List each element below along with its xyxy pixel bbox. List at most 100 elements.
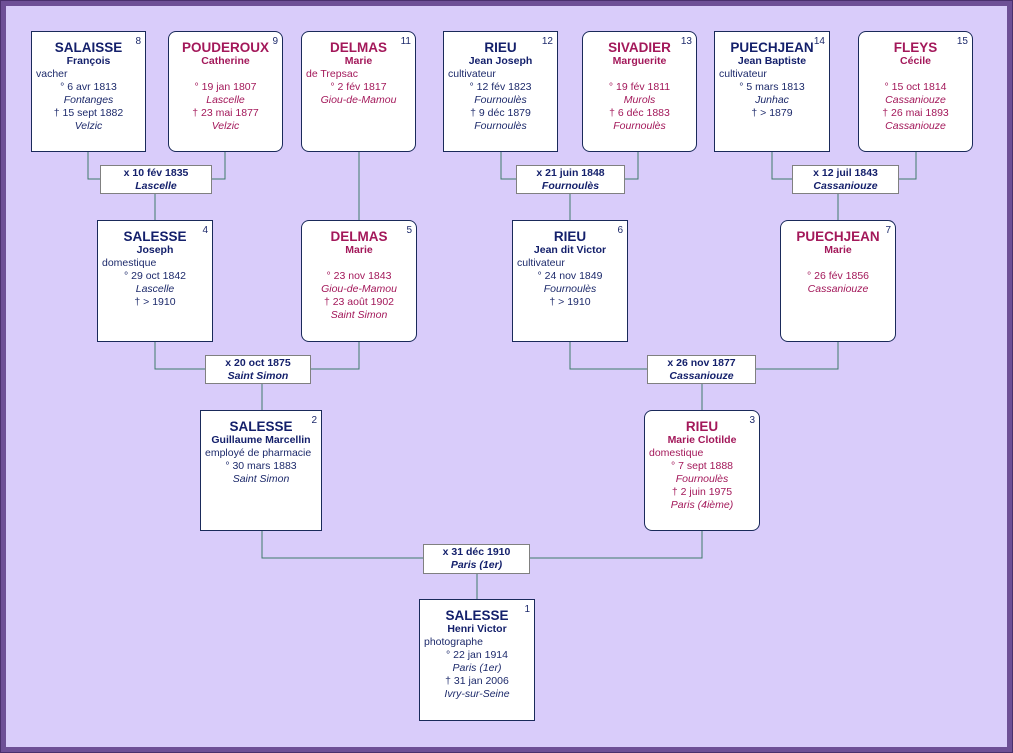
death-place: Cassaniouze [885, 120, 946, 132]
birth-place: Junhac [755, 94, 789, 106]
birth-date: ° 22 jan 1914 [445, 649, 508, 661]
person-card-14[interactable]: 14 PUECHJEAN Jean Baptiste cultivateur °… [714, 31, 830, 152]
death-date: † 15 sept 1882 [53, 107, 124, 119]
death-date: † 26 mai 1893 [882, 107, 949, 119]
birth-place: Giou-de-Mamou [320, 94, 397, 106]
given-name: Catherine [201, 55, 250, 67]
given-name: Marie [824, 244, 852, 256]
sosa-number: 5 [406, 225, 412, 236]
marriage-date: x 12 juil 1843 [813, 167, 878, 179]
occupation: domestique [649, 447, 704, 459]
death-date: † 2 juin 1975 [671, 486, 733, 498]
given-name: Cécile [900, 55, 931, 67]
person-card-13[interactable]: 13 SIVADIER Marguerite ° 19 fév 1811 Mur… [582, 31, 697, 152]
sosa-number: 3 [749, 415, 755, 426]
sosa-number: 9 [272, 36, 278, 47]
surname: RIEU [553, 229, 587, 244]
given-name: Marie Clotilde [667, 434, 737, 446]
birth-date: ° 23 nov 1843 [326, 270, 392, 282]
death-date: † 9 déc 1879 [470, 107, 531, 119]
birth-place: Lascelle [135, 283, 175, 295]
sosa-number: 4 [202, 225, 208, 236]
sosa-number: 15 [956, 36, 968, 47]
occupation: cultivateur [448, 68, 496, 80]
marriage-box-4-5: x 10 fév 1835 Lascelle [100, 165, 212, 194]
sosa-number: 12 [541, 36, 553, 47]
surname: DELMAS [330, 40, 387, 55]
person-card-9[interactable]: 9 POUDEROUX Catherine ° 19 jan 1807 Lasc… [168, 31, 283, 152]
death-place: Velzic [211, 120, 240, 132]
person-card-11[interactable]: 11 DELMAS Marie de Trepsac ° 2 fév 1817 … [301, 31, 416, 152]
death-place: Fournoulès [474, 120, 527, 132]
marriage-date: x 20 oct 1875 [225, 357, 291, 369]
birth-place: Fontanges [63, 94, 114, 106]
marriage-place: Saint Simon [227, 370, 289, 382]
marriage-box-14-15: x 12 juil 1843 Cassaniouze [792, 165, 899, 194]
marriage-box-6-7-gen3: x 26 nov 1877 Cassaniouze [647, 355, 756, 384]
marriage-place: Cassaniouze [813, 180, 878, 192]
person-card-2[interactable]: 2 SALESSE Guillaume Marcellin employé de… [200, 410, 322, 531]
birth-date: ° 19 fév 1811 [608, 81, 671, 93]
surname: SIVADIER [608, 40, 671, 55]
given-name: Guillaume Marcellin [211, 434, 311, 446]
death-date: † 23 août 1902 [323, 296, 395, 308]
birth-date: ° 2 fév 1817 [330, 81, 387, 93]
surname: PUECHJEAN [730, 40, 814, 55]
given-name: Marie [344, 55, 373, 67]
sosa-number: 13 [680, 36, 692, 47]
birth-place: Giou-de-Mamou [321, 283, 397, 295]
person-card-1[interactable]: 1 SALESSE Henri Victor photographe ° 22 … [419, 599, 535, 721]
person-card-7[interactable]: 7 PUECHJEAN Marie ° 26 fév 1856 Cassanio… [780, 220, 896, 342]
sosa-number: 8 [135, 36, 141, 47]
surname: SALESSE [123, 229, 187, 244]
person-card-5[interactable]: 5 DELMAS Marie ° 23 nov 1843 Giou-de-Mam… [301, 220, 417, 342]
marriage-place: Lascelle [135, 180, 177, 192]
birth-place: Fournoulès [675, 473, 729, 485]
surname: SALESSE [445, 608, 509, 623]
birth-place: Lascelle [206, 94, 245, 106]
occupation: de Trepsac [306, 68, 358, 80]
sosa-number: 14 [813, 36, 825, 47]
birth-date: ° 12 fév 1823 [469, 81, 532, 93]
death-place: Fournoulès [613, 120, 666, 132]
death-date: † > 1879 [751, 107, 793, 119]
person-card-6[interactable]: 6 RIEU Jean dit Victor cultivateur ° 24 … [512, 220, 628, 342]
surname: DELMAS [330, 229, 388, 244]
person-card-3[interactable]: 3 RIEU Marie Clotilde domestique ° 7 sep… [644, 410, 760, 531]
given-name: François [66, 55, 111, 67]
person-card-8[interactable]: 8 SALAISSE François vacher ° 6 avr 1813 … [31, 31, 146, 152]
death-date: † 31 jan 2006 [445, 675, 509, 687]
marriage-date: x 21 juin 1848 [536, 167, 605, 179]
death-place: Paris (4ième) [670, 499, 734, 511]
occupation: domestique [102, 257, 157, 269]
marriage-date: x 26 nov 1877 [667, 357, 736, 369]
death-date: † > 1910 [549, 296, 591, 308]
marriage-date: x 10 fév 1835 [123, 167, 189, 179]
marriage-box-6-7: x 21 juin 1848 Fournoulès [516, 165, 625, 194]
person-card-15[interactable]: 15 FLEYS Cécile ° 15 oct 1814 Cassaniouz… [858, 31, 973, 152]
birth-date: ° 7 sept 1888 [671, 460, 733, 472]
sosa-number: 7 [885, 225, 891, 236]
marriage-place: Paris (1er) [450, 559, 503, 571]
surname: RIEU [685, 419, 719, 434]
given-name: Jean dit Victor [533, 244, 607, 256]
person-card-4[interactable]: 4 SALESSE Joseph domestique ° 29 oct 184… [97, 220, 213, 342]
surname: SALESSE [229, 419, 293, 434]
surname: POUDEROUX [181, 40, 269, 55]
given-name: Joseph [136, 244, 174, 256]
occupation: vacher [36, 68, 68, 80]
birth-place: Murols [623, 94, 656, 106]
surname: SALAISSE [54, 40, 123, 55]
sosa-number: 11 [400, 36, 411, 47]
given-name: Henri Victor [447, 623, 507, 635]
occupation: cultivateur [517, 257, 565, 269]
surname: FLEYS [893, 40, 938, 55]
occupation: cultivateur [719, 68, 767, 80]
birth-place: Paris (1er) [452, 662, 502, 674]
birth-date: ° 30 mars 1883 [225, 460, 297, 472]
person-card-12[interactable]: 12 RIEU Jean Joseph cultivateur ° 12 fév… [443, 31, 558, 152]
birth-place: Fournoulès [474, 94, 527, 106]
birth-place: Fournoulès [543, 283, 597, 295]
birth-place: Cassaniouze [885, 94, 946, 106]
